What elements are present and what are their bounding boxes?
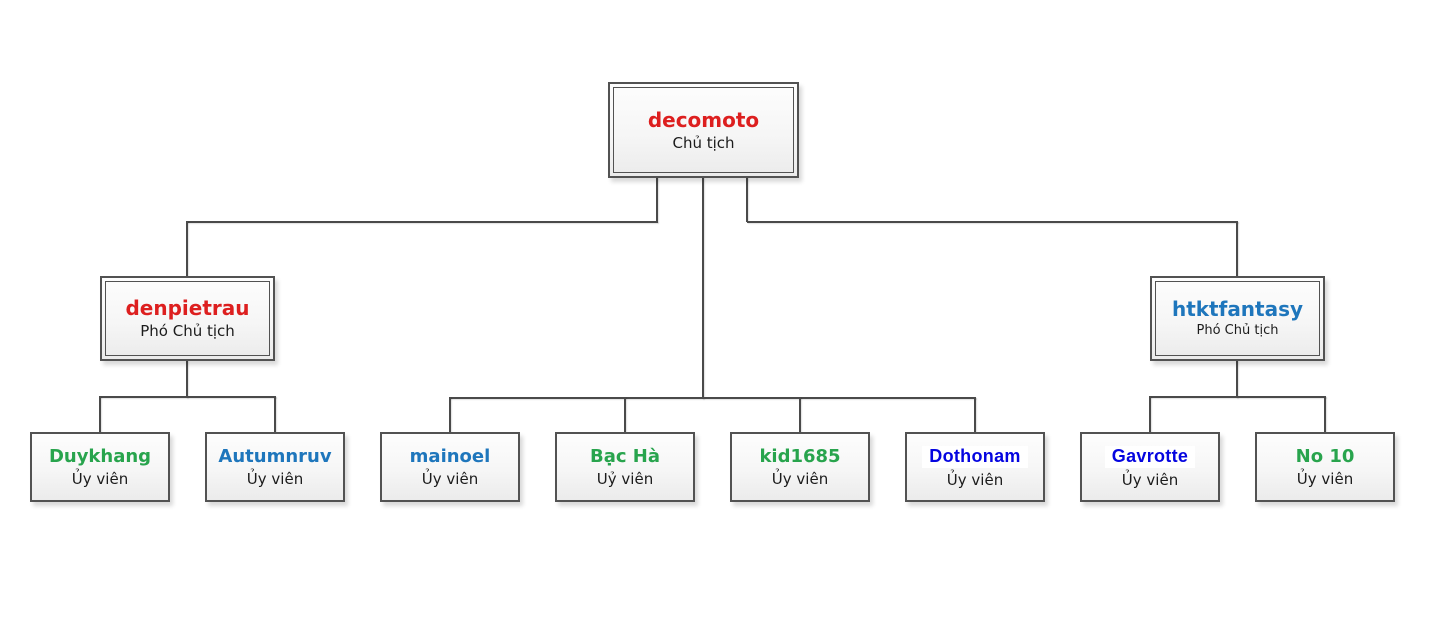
member-name: Duykhang bbox=[48, 445, 152, 467]
org-node-kid1685[interactable]: kid1685 Ủy viên bbox=[730, 432, 870, 502]
connector-line bbox=[449, 397, 976, 399]
connector-line bbox=[1149, 396, 1151, 432]
member-role: Ủy viên bbox=[71, 469, 129, 488]
connector-line bbox=[1236, 360, 1238, 398]
org-node-gavrotte[interactable]: Gavrotte Ủy viên bbox=[1080, 432, 1220, 502]
member-name: mainoel bbox=[409, 445, 491, 467]
member-role: Ủy viên bbox=[421, 469, 479, 488]
org-node-autumnruv[interactable]: Autumnruv Ủy viên bbox=[205, 432, 345, 502]
connector-line bbox=[747, 221, 1238, 223]
member-name: kid1685 bbox=[759, 445, 841, 467]
connector-line bbox=[799, 397, 801, 432]
connector-line bbox=[656, 177, 658, 222]
member-role: Phó Chủ tịch bbox=[1196, 323, 1279, 339]
member-role: Phó Chủ tịch bbox=[140, 322, 235, 341]
member-name: Dothonam bbox=[922, 445, 1028, 468]
member-name: Gavrotte bbox=[1104, 445, 1196, 468]
connector-line bbox=[186, 360, 188, 398]
member-role: Ủy viên bbox=[946, 470, 1004, 489]
connector-line bbox=[974, 397, 976, 432]
member-name: Autumnruv bbox=[218, 445, 332, 467]
connector-line bbox=[99, 396, 101, 432]
connector-line bbox=[1324, 396, 1326, 432]
member-name: Bạc Hà bbox=[589, 445, 660, 467]
org-node-decomoto[interactable]: decomoto Chủ tịch bbox=[608, 82, 799, 178]
connector-line bbox=[1236, 221, 1238, 276]
connector-line bbox=[274, 396, 276, 432]
connector-line bbox=[449, 397, 451, 432]
org-node-htktfantasy[interactable]: htktfantasy Phó Chủ tịch bbox=[1150, 276, 1325, 361]
org-node-denpietrau[interactable]: denpietrau Phó Chủ tịch bbox=[100, 276, 275, 361]
member-name: No 10 bbox=[1295, 445, 1355, 467]
connector-line bbox=[702, 177, 704, 399]
org-node-bac-ha[interactable]: Bạc Hà Uỷ viên bbox=[555, 432, 695, 502]
connector-line bbox=[186, 221, 188, 276]
member-role: Ủy viên bbox=[771, 469, 829, 488]
org-node-dothonam[interactable]: Dothonam Ủy viên bbox=[905, 432, 1045, 502]
member-role: Ủy viên bbox=[246, 469, 304, 488]
connector-line bbox=[1149, 396, 1326, 398]
connector-line bbox=[746, 177, 748, 222]
member-name: denpietrau bbox=[125, 296, 250, 321]
connector-line bbox=[99, 396, 276, 398]
connector-line bbox=[186, 221, 658, 223]
member-name: htktfantasy bbox=[1171, 297, 1304, 322]
member-role: Ủy viên bbox=[1121, 470, 1179, 489]
org-node-duykhang[interactable]: Duykhang Ủy viên bbox=[30, 432, 170, 502]
org-node-no-10[interactable]: No 10 Ủy viên bbox=[1255, 432, 1395, 502]
connector-line bbox=[624, 397, 626, 432]
member-name: decomoto bbox=[647, 107, 760, 132]
member-role: Ủy viên bbox=[1296, 469, 1354, 488]
org-node-mainoel[interactable]: mainoel Ủy viên bbox=[380, 432, 520, 502]
member-role: Uỷ viên bbox=[596, 469, 654, 488]
member-role: Chủ tịch bbox=[672, 133, 735, 152]
